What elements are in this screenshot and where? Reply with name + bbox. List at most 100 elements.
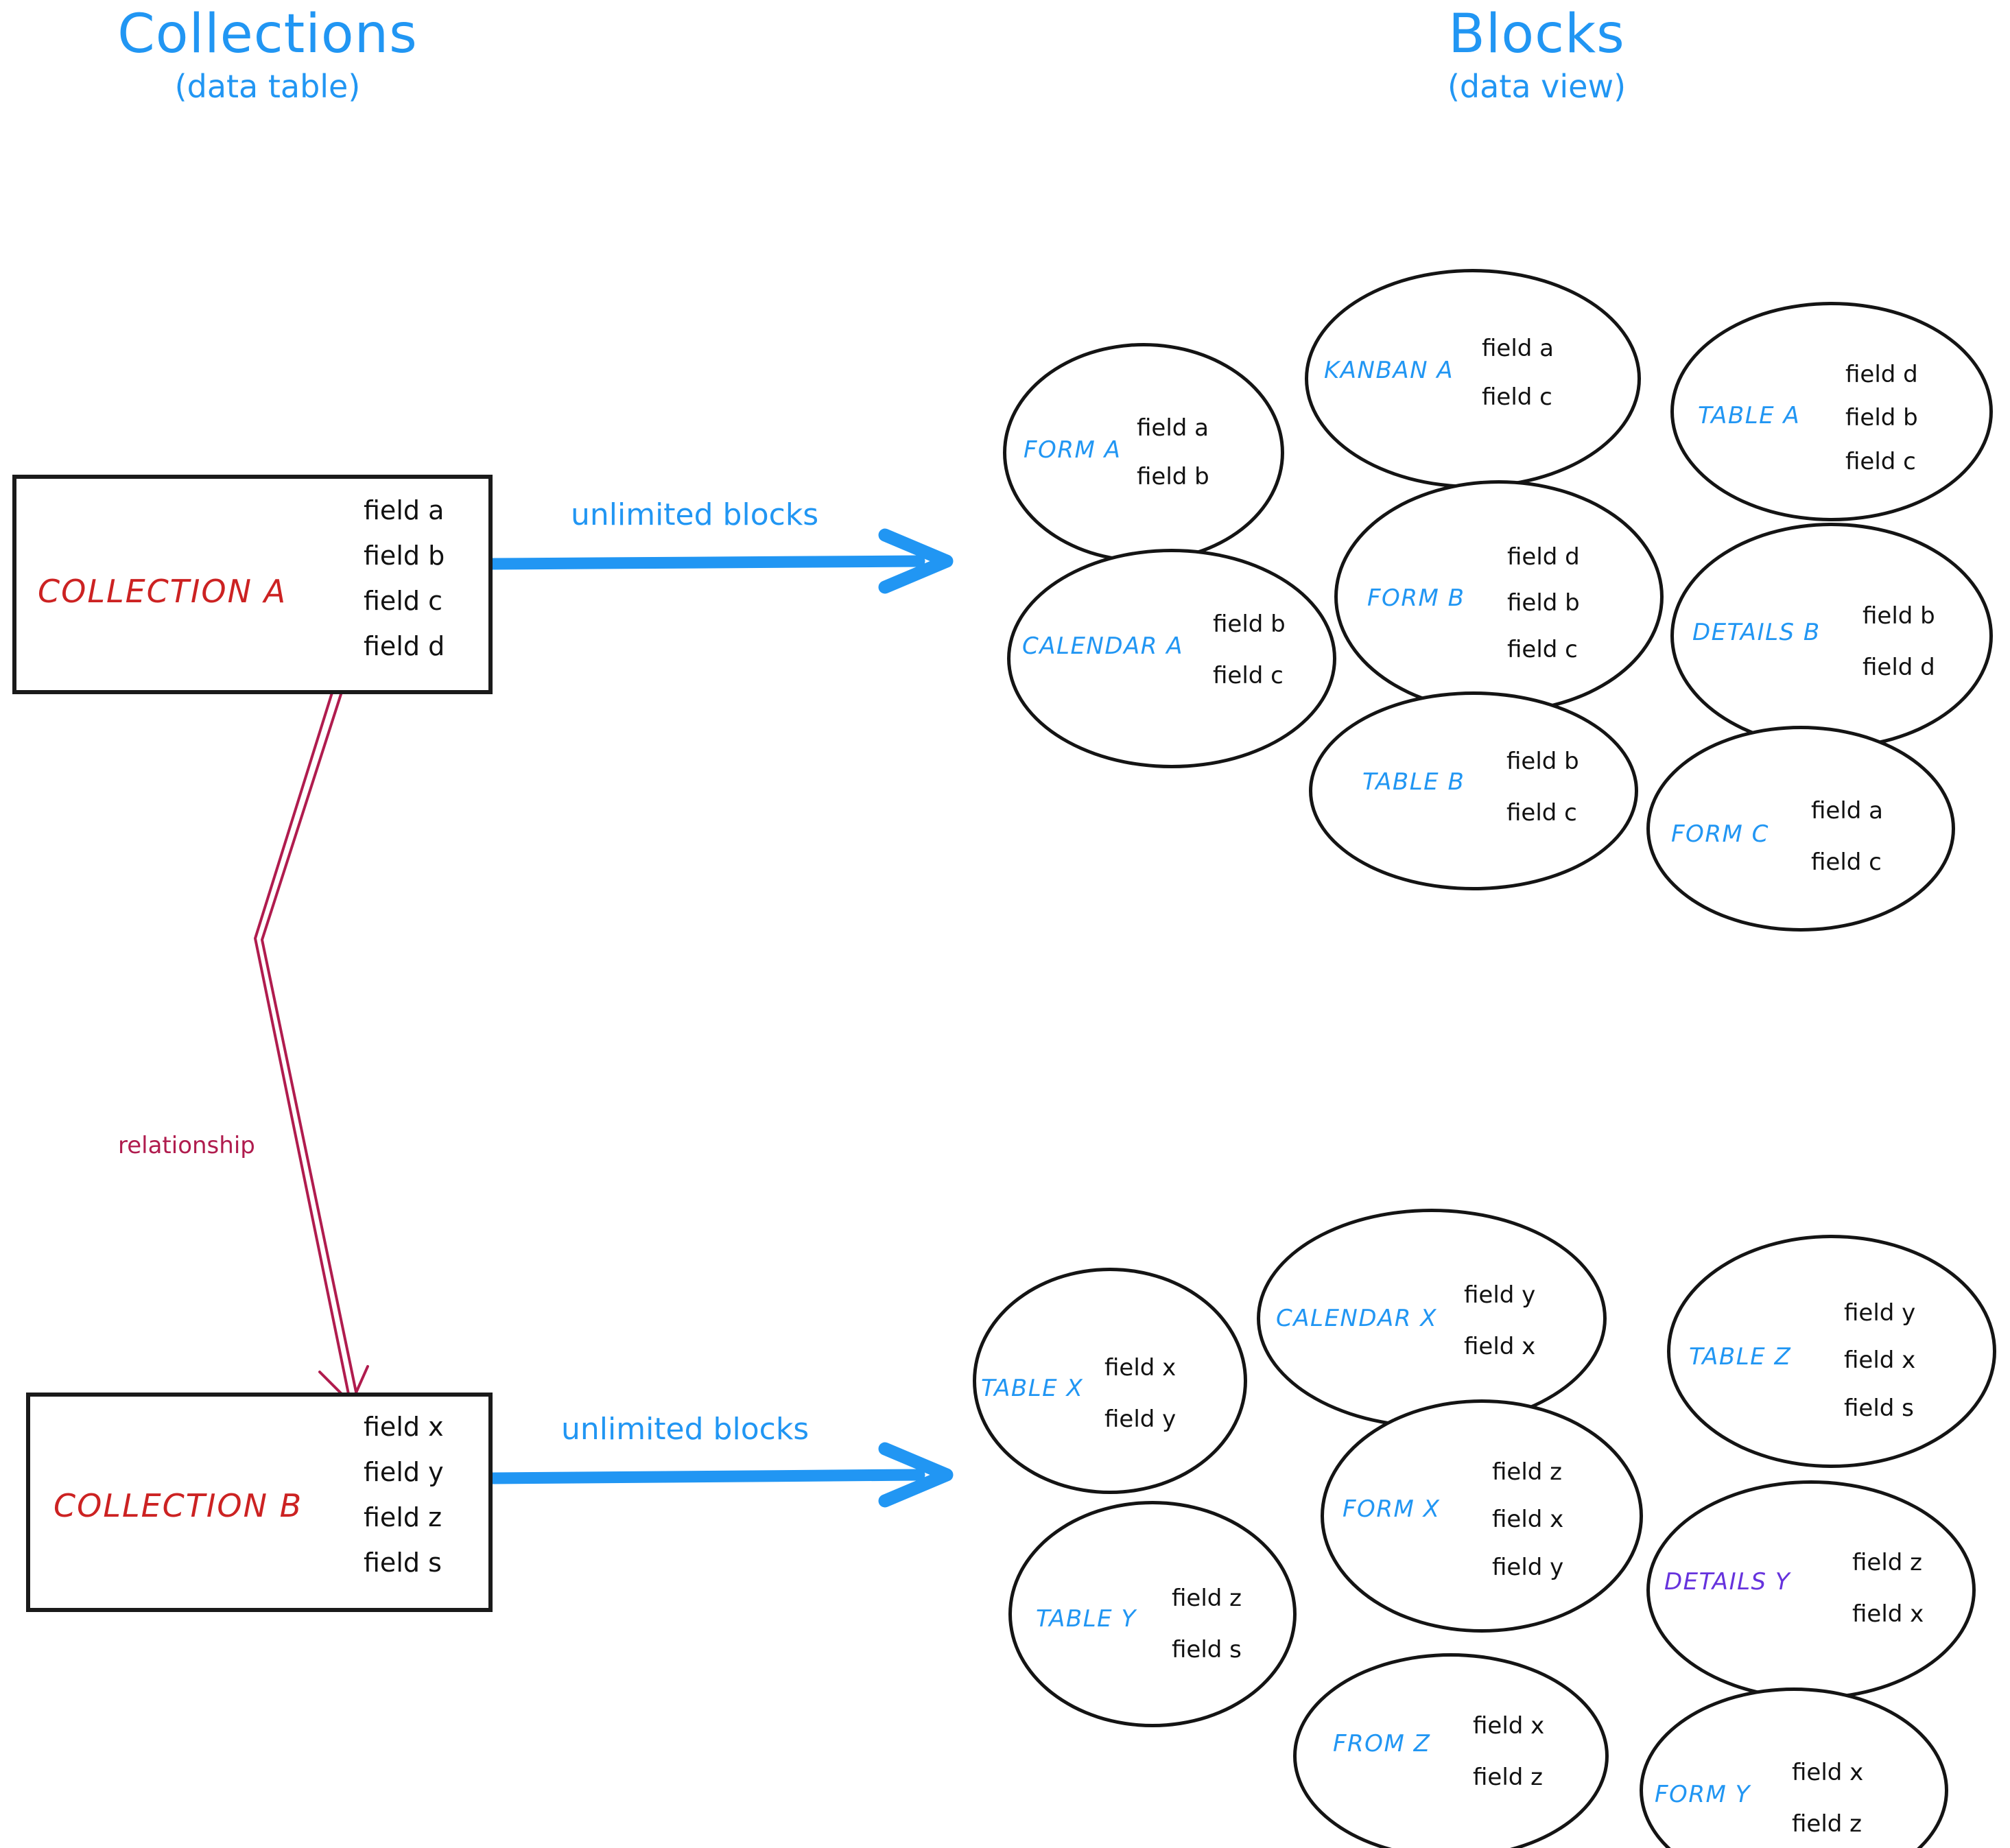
blocks-title-main: Blocks — [1448, 3, 1625, 65]
block-form-c[interactable]: FORM C field a field c — [1646, 726, 1955, 932]
block-field: field z — [1473, 1764, 1544, 1792]
block-field: field y — [1844, 1299, 1916, 1327]
collection-b-field: field x — [364, 1412, 444, 1442]
block-table-b[interactable]: TABLE B field b field c — [1309, 691, 1638, 890]
block-fields: field b field d — [1863, 600, 1935, 685]
block-field: field b — [1506, 748, 1579, 775]
block-fields: field x field z — [1473, 1709, 1544, 1795]
block-fields: field z field x field y — [1492, 1456, 1563, 1585]
block-form-a[interactable]: FORM A field a field b — [1003, 343, 1284, 562]
block-details-y[interactable]: DETAILS Y field z field x — [1646, 1480, 1976, 1700]
block-fields: field d field b field c — [1507, 541, 1580, 667]
block-fields: field y field x — [1464, 1279, 1535, 1364]
unlimited-blocks-label-bottom: unlimited blocks — [561, 1412, 809, 1447]
collection-b-field: field y — [364, 1457, 444, 1487]
block-fields: field x field y — [1104, 1351, 1176, 1437]
block-ellipse — [1646, 1480, 1976, 1700]
block-field: field z — [1172, 1585, 1242, 1612]
block-field: field s — [1172, 1636, 1242, 1664]
unlimited-blocks-arrow-top — [486, 528, 954, 594]
block-label: FORM C — [1671, 820, 1769, 848]
block-field: field c — [1845, 447, 1916, 475]
block-fields: field y field x field s — [1844, 1296, 1915, 1425]
block-details-b[interactable]: DETAILS B field b field d — [1670, 523, 1993, 749]
block-field: field x — [1104, 1354, 1177, 1382]
block-label: FORM X — [1343, 1495, 1441, 1523]
block-label: CALENDAR X — [1276, 1305, 1438, 1332]
block-label: TABLE A — [1698, 402, 1801, 429]
block-field: field c — [1506, 799, 1577, 827]
block-ellipse — [1008, 1501, 1297, 1727]
block-field: field y — [1492, 1553, 1564, 1581]
block-label: FORM A — [1024, 436, 1122, 464]
block-kanban-a[interactable]: KANBAN A field a field c — [1305, 269, 1641, 488]
block-field: field z — [1852, 1549, 1923, 1576]
collection-b-name: COLLECTION B — [54, 1487, 303, 1524]
block-ellipse — [1003, 343, 1284, 562]
block-table-y[interactable]: TABLE Y field z field s — [1008, 1501, 1297, 1727]
block-ellipse — [1670, 302, 1993, 521]
block-field: field x — [1473, 1712, 1545, 1740]
block-field: field d — [1507, 543, 1580, 571]
unlimited-blocks-arrow-bottom — [486, 1442, 954, 1508]
block-field: field b — [1137, 463, 1209, 491]
block-fields: field x field z — [1792, 1756, 1863, 1842]
block-field: field x — [1792, 1759, 1864, 1786]
relationship-connector — [254, 691, 369, 1405]
relationship-label: relationship — [118, 1132, 255, 1159]
block-ellipse — [1309, 691, 1638, 890]
collection-a-fields: field a field b field c field d — [364, 495, 445, 661]
collection-a-field: field d — [364, 631, 445, 661]
block-label: TABLE X — [981, 1375, 1084, 1402]
block-fields: field d field b field c — [1845, 358, 1918, 479]
block-fields: field a field c — [1482, 332, 1554, 415]
block-field: field a — [1482, 335, 1554, 362]
block-field: field x — [1844, 1347, 1916, 1375]
block-label: KANBAN A — [1324, 357, 1454, 384]
block-fields: field b field c — [1213, 608, 1286, 694]
block-label: TABLE B — [1362, 768, 1465, 796]
block-field: field y — [1104, 1406, 1177, 1434]
block-field: field d — [1863, 654, 1935, 682]
block-calendar-x[interactable]: CALENDAR X field y field x — [1257, 1209, 1607, 1428]
block-ellipse — [1007, 549, 1336, 768]
block-field: field c — [1811, 849, 1882, 877]
block-ellipse — [1640, 1687, 1948, 1848]
collection-a-field: field c — [364, 586, 442, 616]
block-label: DETAILS B — [1692, 619, 1821, 646]
block-field: field c — [1213, 662, 1284, 690]
block-label: DETAILS Y — [1664, 1568, 1791, 1596]
block-from-z[interactable]: FROM Z field x field z — [1293, 1653, 1609, 1848]
block-form-x[interactable]: FORM X field z field x field y — [1321, 1399, 1643, 1633]
block-table-z[interactable]: TABLE Z field y field x field s — [1667, 1235, 1996, 1468]
collections-title-main: Collections — [117, 3, 418, 65]
block-form-b[interactable]: FORM B field d field b field c — [1334, 480, 1664, 713]
collections-title: Collections (data table) — [41, 3, 494, 110]
collections-title-sub: (data table) — [174, 67, 361, 105]
block-label: TABLE Y — [1036, 1605, 1137, 1633]
block-label: FORM Y — [1655, 1781, 1751, 1808]
block-ellipse — [1646, 726, 1955, 932]
block-table-a[interactable]: TABLE A field d field b field c — [1670, 302, 1993, 521]
block-ellipse — [1321, 1399, 1643, 1633]
collection-a-name: COLLECTION A — [38, 573, 287, 610]
block-form-y[interactable]: FORM Y field x field z — [1640, 1687, 1948, 1848]
block-label: FROM Z — [1333, 1730, 1431, 1757]
block-fields: field b field c — [1506, 745, 1579, 831]
collection-b-fields: field x field y field z field s — [364, 1412, 444, 1578]
block-calendar-a[interactable]: CALENDAR A field b field c — [1007, 549, 1336, 768]
collection-a-box[interactable] — [12, 475, 493, 694]
block-label: CALENDAR A — [1022, 632, 1183, 660]
block-field: field c — [1507, 635, 1578, 663]
collection-b-field: field z — [364, 1502, 442, 1532]
block-field: field b — [1863, 602, 1935, 630]
collection-b-box[interactable] — [26, 1393, 493, 1612]
block-field: field y — [1464, 1281, 1536, 1309]
block-field: field s — [1844, 1394, 1914, 1422]
block-ellipse — [1670, 523, 1993, 749]
block-table-x[interactable]: TABLE X field x field y — [973, 1268, 1247, 1494]
block-ellipse — [1293, 1653, 1609, 1848]
block-field: field b — [1845, 404, 1918, 432]
collection-b-field: field s — [364, 1548, 442, 1578]
block-ellipse — [1305, 269, 1641, 488]
